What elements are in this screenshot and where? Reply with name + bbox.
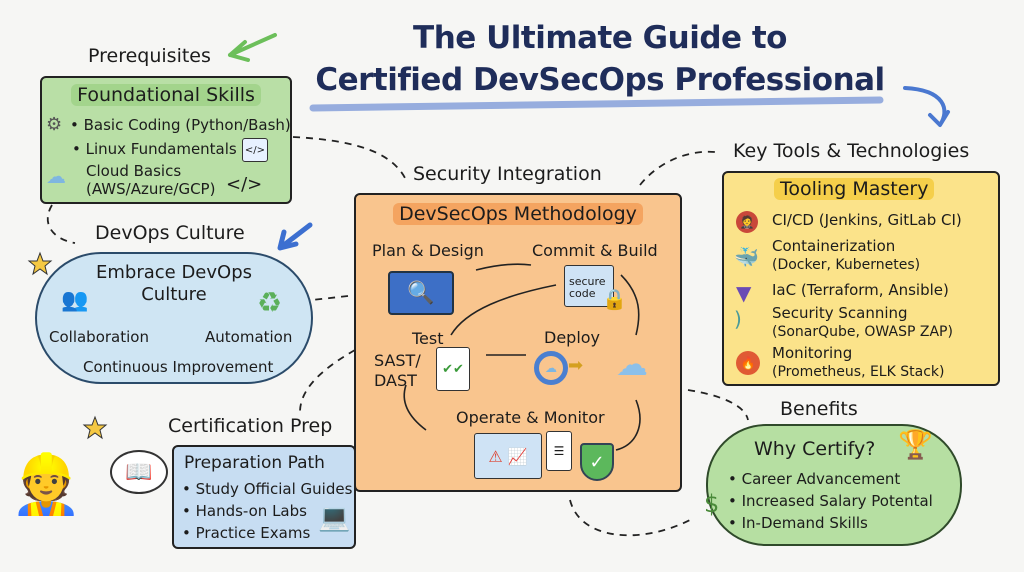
devops-culture-cloud: Embrace DevOps Culture 👥 ♻ Collaboration… (35, 252, 313, 384)
devsecops-methodology-box: DevSecOps Methodology Plan & Design Comm… (354, 193, 682, 492)
skill-item: (AWS/Azure/GCP) (86, 180, 216, 198)
jenkins-icon: 🤵 (736, 211, 758, 233)
tool-item-detail: (SonarQube, OWASP ZAP) (772, 324, 953, 340)
devops-heading-2: Culture (141, 284, 207, 305)
tool-item: CI/CD (Jenkins, GitLab CI) (772, 211, 962, 229)
skill-item: • Linux Fundamentals (72, 140, 237, 158)
skill-item: • Basic Coding (Python/Bash) (70, 116, 291, 134)
tool-item-detail: (Prometheus, ELK Stack) (772, 364, 945, 380)
code-text: code (569, 287, 596, 300)
title-line-2: Certified DevSecOps Professional (315, 62, 885, 98)
prep-item: • Study Official Guides (182, 480, 353, 498)
benefit-item: • In-Demand Skills (728, 514, 868, 532)
prerequisites-label: Prerequisites (88, 45, 211, 67)
dast-label: DAST (374, 371, 417, 390)
prep-item: • Hands-on Labs (182, 502, 307, 520)
deploy-label: Deploy (544, 328, 601, 347)
code-window-icon: </> (242, 138, 268, 162)
pipeline-cycle-icon: ☁ (534, 351, 568, 385)
commit-build-label: Commit & Build (532, 241, 658, 260)
trophy-icon: 🏆 (898, 428, 933, 461)
methodology-heading: DevSecOps Methodology (393, 203, 643, 225)
devops-heading-1: Embrace DevOps (95, 262, 252, 283)
handshake-icon: 👥 (61, 288, 89, 313)
tooling-mastery-box: Tooling Mastery 🤵 CI/CD (Jenkins, GitLab… (722, 171, 1000, 386)
star-icon (82, 415, 108, 440)
dollar-icon: $ (704, 490, 720, 518)
foundational-skills-box: Foundational Skills ⚙ • Basic Coding (Py… (40, 76, 292, 204)
log-list-icon: ☰ (546, 431, 572, 471)
sast-label: SAST/ (374, 351, 421, 370)
shield-check-icon: ✓ (580, 443, 614, 481)
benefits-label: Benefits (780, 398, 858, 420)
test-label: Test (412, 329, 444, 348)
devops-culture-label: DevOps Culture (95, 222, 245, 244)
security-integration-label: Security Integration (413, 163, 602, 185)
tool-item: Monitoring (772, 344, 853, 362)
blueprint-magnifier-icon: 🔍 (388, 271, 454, 315)
tooling-mastery-heading: Tooling Mastery (774, 178, 935, 200)
title-line-1: The Ultimate Guide to (413, 20, 787, 56)
cloud-deploy-icon: ☁ (616, 345, 648, 383)
operate-monitor-label: Operate & Monitor (456, 408, 605, 427)
prep-item: • Practice Exams (182, 524, 311, 542)
worker-character-icon: 👷 (10, 450, 83, 518)
gear-icon: ⚙ (46, 114, 63, 135)
secure-text: secure (569, 275, 606, 288)
cycle-arrows (403, 263, 641, 451)
recycle-icon: ♻ (257, 286, 283, 319)
certification-prep-label: Certification Prep (168, 415, 333, 437)
automation-text: Automation (205, 328, 293, 346)
monitoring-dashboard-icon: ⚠ 📈 (474, 433, 542, 479)
star-icon (27, 251, 53, 276)
deploy-arrow-icon: ➡ (568, 355, 584, 376)
benefit-item: • Career Advancement (728, 470, 901, 488)
benefit-item: • Increased Salary Potental (728, 492, 933, 510)
skill-item: Cloud Basics (86, 162, 182, 180)
book-icon: 📖 (110, 450, 168, 494)
code-icon: </> (226, 174, 263, 195)
terraform-icon: ▼ (736, 281, 752, 305)
tool-item-detail: (Docker, Kubernetes) (772, 257, 921, 273)
checklist-icon: ✔✔ (436, 347, 470, 391)
lock-icon: 🔒 (602, 287, 627, 311)
preparation-path-box: Preparation Path • Study Official Guides… (172, 445, 356, 549)
collaboration-text: Collaboration (49, 328, 149, 346)
preparation-path-heading: Preparation Path (184, 453, 325, 473)
plan-design-label: Plan & Design (372, 241, 484, 260)
foundational-skills-heading: Foundational Skills (71, 84, 261, 106)
prometheus-icon: 🔥 (736, 351, 760, 375)
why-certify-cloud: Why Certify? 🏆 $ • Career Advancement • … (704, 424, 962, 546)
key-tools-label: Key Tools & Technologies (733, 140, 970, 162)
tool-item: Containerization (772, 237, 896, 255)
sonarqube-icon: ) (734, 307, 742, 331)
tool-item: Security Scanning (772, 304, 908, 322)
laptop-icon: 💻 (318, 503, 351, 533)
cloud-icon: ☁ (46, 164, 66, 188)
why-certify-heading: Why Certify? (754, 438, 876, 460)
docker-icon: 🐳 (734, 245, 759, 269)
continuous-improvement-text: Continuous Improvement (83, 358, 274, 376)
tool-item: IaC (Terraform, Ansible) (772, 281, 949, 299)
